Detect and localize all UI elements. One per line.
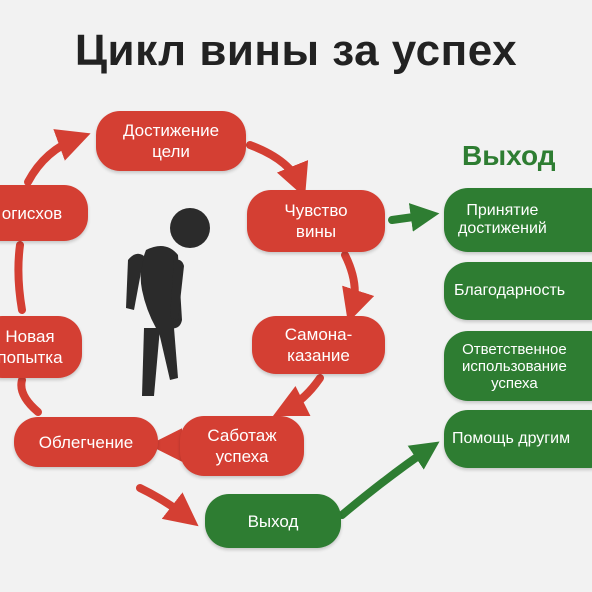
node-exit: Выход [205, 494, 341, 548]
node-new-attempt: Новая попытка [0, 316, 82, 378]
page-title: Цикл вины за успех [74, 26, 518, 75]
node-self-punishment: Самона- казание [252, 316, 385, 374]
slumped-person-figure [126, 208, 210, 396]
exit-panel-title: Выход [462, 140, 556, 171]
arrow-relief-to-exit [136, 484, 199, 527]
arrow-logic-to-achievement [24, 129, 91, 186]
arrow-achievement-to-guilt [246, 141, 309, 198]
node-logic: огисхов [0, 185, 88, 241]
exit-item-help-others: Помощь другим [444, 410, 592, 468]
arrow-relief-to-newattempt [17, 376, 42, 416]
node-relief: Облегчение [14, 417, 158, 467]
exit-item-accept: Принятие достижений [444, 188, 592, 252]
exit-item-gratitude: Благодарность [444, 262, 592, 320]
node-guilt: Чувство вины [247, 190, 385, 252]
arrow-exit-to-help [338, 441, 440, 519]
node-achievement: Достижение цели [96, 111, 246, 171]
arrow-newattempt-to-logic [14, 241, 26, 314]
exit-item-responsible-use: Ответственное использование успеха [444, 331, 592, 401]
arrow-selfpunishment-to-sabotage [272, 374, 324, 417]
arrow-guilt-to-selfpunishment [341, 251, 375, 323]
node-sabotage: Саботаж успеха [180, 416, 304, 476]
arrow-guilt-to-exitpanel [388, 203, 440, 232]
